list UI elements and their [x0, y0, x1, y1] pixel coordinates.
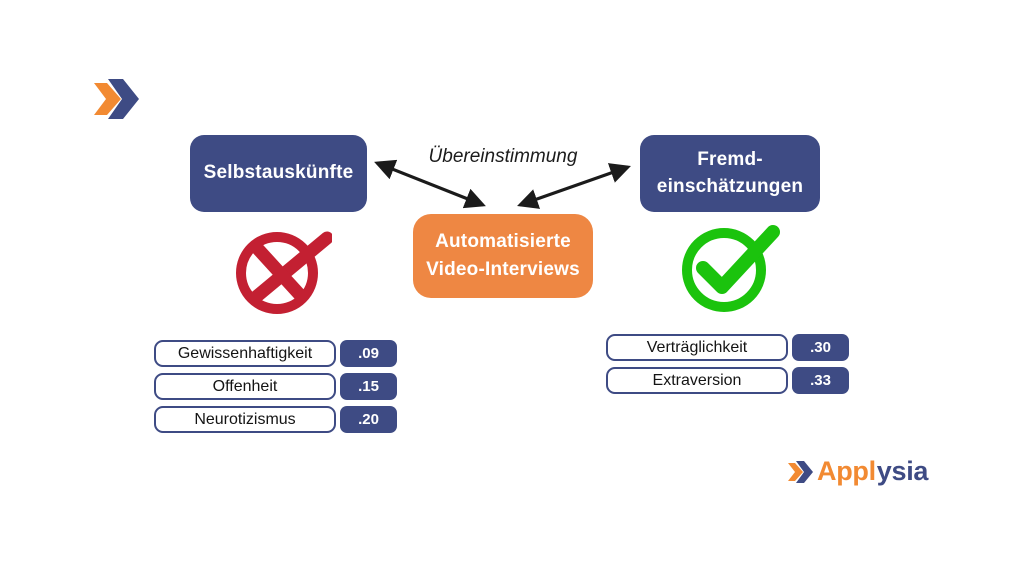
trait-label: Offenheit — [154, 373, 336, 400]
trait-value: .15 — [340, 373, 397, 400]
cross-circle-icon — [236, 231, 332, 314]
trait-label: Verträglichkeit — [606, 334, 788, 361]
trait-label: Extraversion — [606, 367, 788, 394]
left-concept-label: Selbstauskünfte — [203, 162, 354, 184]
center-box-label-line2: Video-Interviews — [426, 259, 580, 280]
trait-value: .09 — [340, 340, 397, 367]
trait-label: Gewissenhaftigkeit — [154, 340, 336, 367]
center-box: Automatisierte Video-Interviews — [413, 214, 593, 298]
table-row: Offenheit .15 — [154, 373, 397, 400]
trait-value: .33 — [792, 367, 849, 394]
trait-label: Neurotizismus — [154, 406, 336, 433]
table-row: Gewissenhaftigkeit .09 — [154, 340, 397, 367]
double-chevron-icon — [94, 79, 139, 119]
trait-value: .20 — [340, 406, 397, 433]
logo-text-blue: ysia — [876, 456, 929, 486]
table-row: Verträglichkeit .30 — [606, 334, 849, 361]
right-concept-label-line1: Fremd- — [697, 148, 763, 170]
applysia-logo: Appl ysia — [786, 456, 928, 487]
left-concept-box: Selbstauskünfte — [190, 135, 367, 212]
trait-value: .30 — [792, 334, 849, 361]
double-chevron-icon — [788, 460, 813, 483]
logo-text-orange: Appl — [817, 456, 876, 486]
right-concept-label-line2: einschätzungen — [656, 175, 804, 197]
check-circle-icon — [682, 225, 780, 312]
correlation-arrows — [374, 159, 631, 209]
center-box-label-line1: Automatisierte — [435, 231, 571, 253]
right-concept-box: Fremd- einschätzungen — [640, 135, 820, 212]
table-row: Neurotizismus .20 — [154, 406, 397, 433]
table-row: Extraversion .33 — [606, 367, 849, 394]
